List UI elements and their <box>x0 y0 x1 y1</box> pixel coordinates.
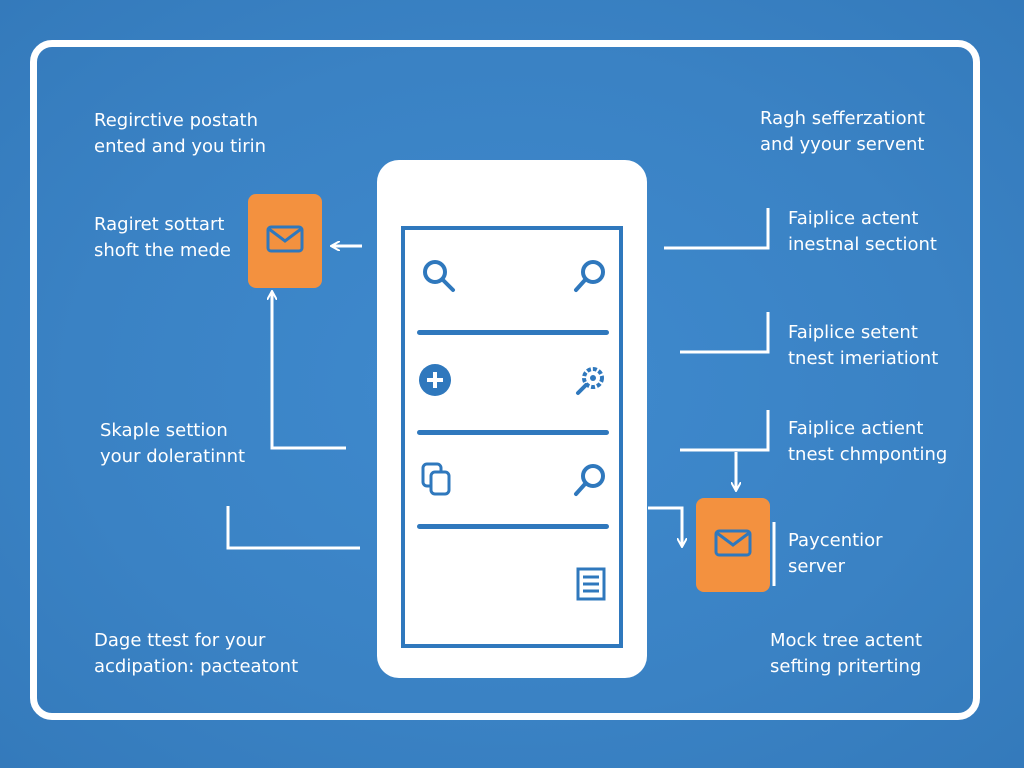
label-right-1-line1: Faiplice actent <box>788 208 919 229</box>
label-bottom-right-line1: Mock tree actent <box>770 630 923 651</box>
label-bottom-right: Mock tree actent sefting priterting <box>770 628 922 680</box>
copy-icon[interactable] <box>419 460 459 500</box>
diagram-frame <box>30 40 980 720</box>
label-bottom-right-line2: sefting priterting <box>770 656 922 677</box>
label-bottom-left-line2: acdipation: pacteatont <box>94 656 299 677</box>
search-icon[interactable] <box>571 460 611 500</box>
right-mail-box <box>696 498 770 592</box>
label-top-left-line1: Regirctive postath <box>94 110 258 131</box>
list-icon[interactable] <box>575 566 607 602</box>
label-right-4: Paycentior server <box>788 528 883 580</box>
screen-divider-1 <box>417 330 609 335</box>
label-right-3-line2: tnest chmponting <box>788 444 948 465</box>
label-mid-left-line2: shoft the mede <box>94 240 231 261</box>
label-lower-left-line1: Skaple settion <box>100 420 228 441</box>
phone-screen <box>401 226 623 648</box>
label-mid-left: Ragiret sottart shoft the mede <box>94 212 231 264</box>
label-right-1: Faiplice actent inestnal sectiont <box>788 206 937 258</box>
search-icon[interactable] <box>419 256 459 296</box>
label-lower-left: Skaple settion your doleratinnt <box>100 418 245 470</box>
label-right-3-line1: Faiplice actient <box>788 418 924 439</box>
label-mid-left-line1: Ragiret sottart <box>94 214 225 235</box>
screen-divider-3 <box>417 524 609 529</box>
mail-icon <box>714 529 752 557</box>
label-right-1-line2: inestnal sectiont <box>788 234 937 255</box>
screen-divider-2 <box>417 430 609 435</box>
mail-icon <box>266 225 304 253</box>
label-right-2-line2: tnest imeriationt <box>788 348 939 369</box>
connector-right-2 <box>680 312 770 354</box>
label-bottom-left: Dage ttest for your acdipation: pacteato… <box>94 628 298 680</box>
connector-phone-to-right-mail <box>648 506 682 546</box>
label-right-4-line2: server <box>788 556 845 577</box>
label-right-3: Faiplice actient tnest chmponting <box>788 416 947 468</box>
label-bottom-left-line1: Dage ttest for your <box>94 630 266 651</box>
label-right-2: Faiplice setent tnest imeriationt <box>788 320 938 372</box>
label-top-left-line2: ented and you tirin <box>94 136 267 157</box>
phone-mockup <box>377 160 647 678</box>
left-mail-box <box>248 194 322 288</box>
label-top-right-line1: Ragh sefferzationt <box>760 108 926 129</box>
label-top-right-line2: and yyour servent <box>760 134 925 155</box>
connector-up-to-left-mail <box>272 292 346 450</box>
label-right-4-line1: Paycentior <box>788 530 883 551</box>
plus-circle-icon[interactable] <box>417 362 457 402</box>
connector-right-3 <box>680 410 770 452</box>
connector-lower-left <box>226 506 360 550</box>
gear-icon[interactable] <box>573 362 613 402</box>
label-top-right: Ragh sefferzationt and yyour servent <box>760 106 925 158</box>
label-lower-left-line2: your doleratinnt <box>100 446 246 467</box>
search-icon[interactable] <box>571 256 611 296</box>
label-right-2-line1: Faiplice setent <box>788 322 918 343</box>
label-top-left: Regirctive postath ented and you tirin <box>94 108 266 160</box>
connector-right-1 <box>664 208 770 250</box>
